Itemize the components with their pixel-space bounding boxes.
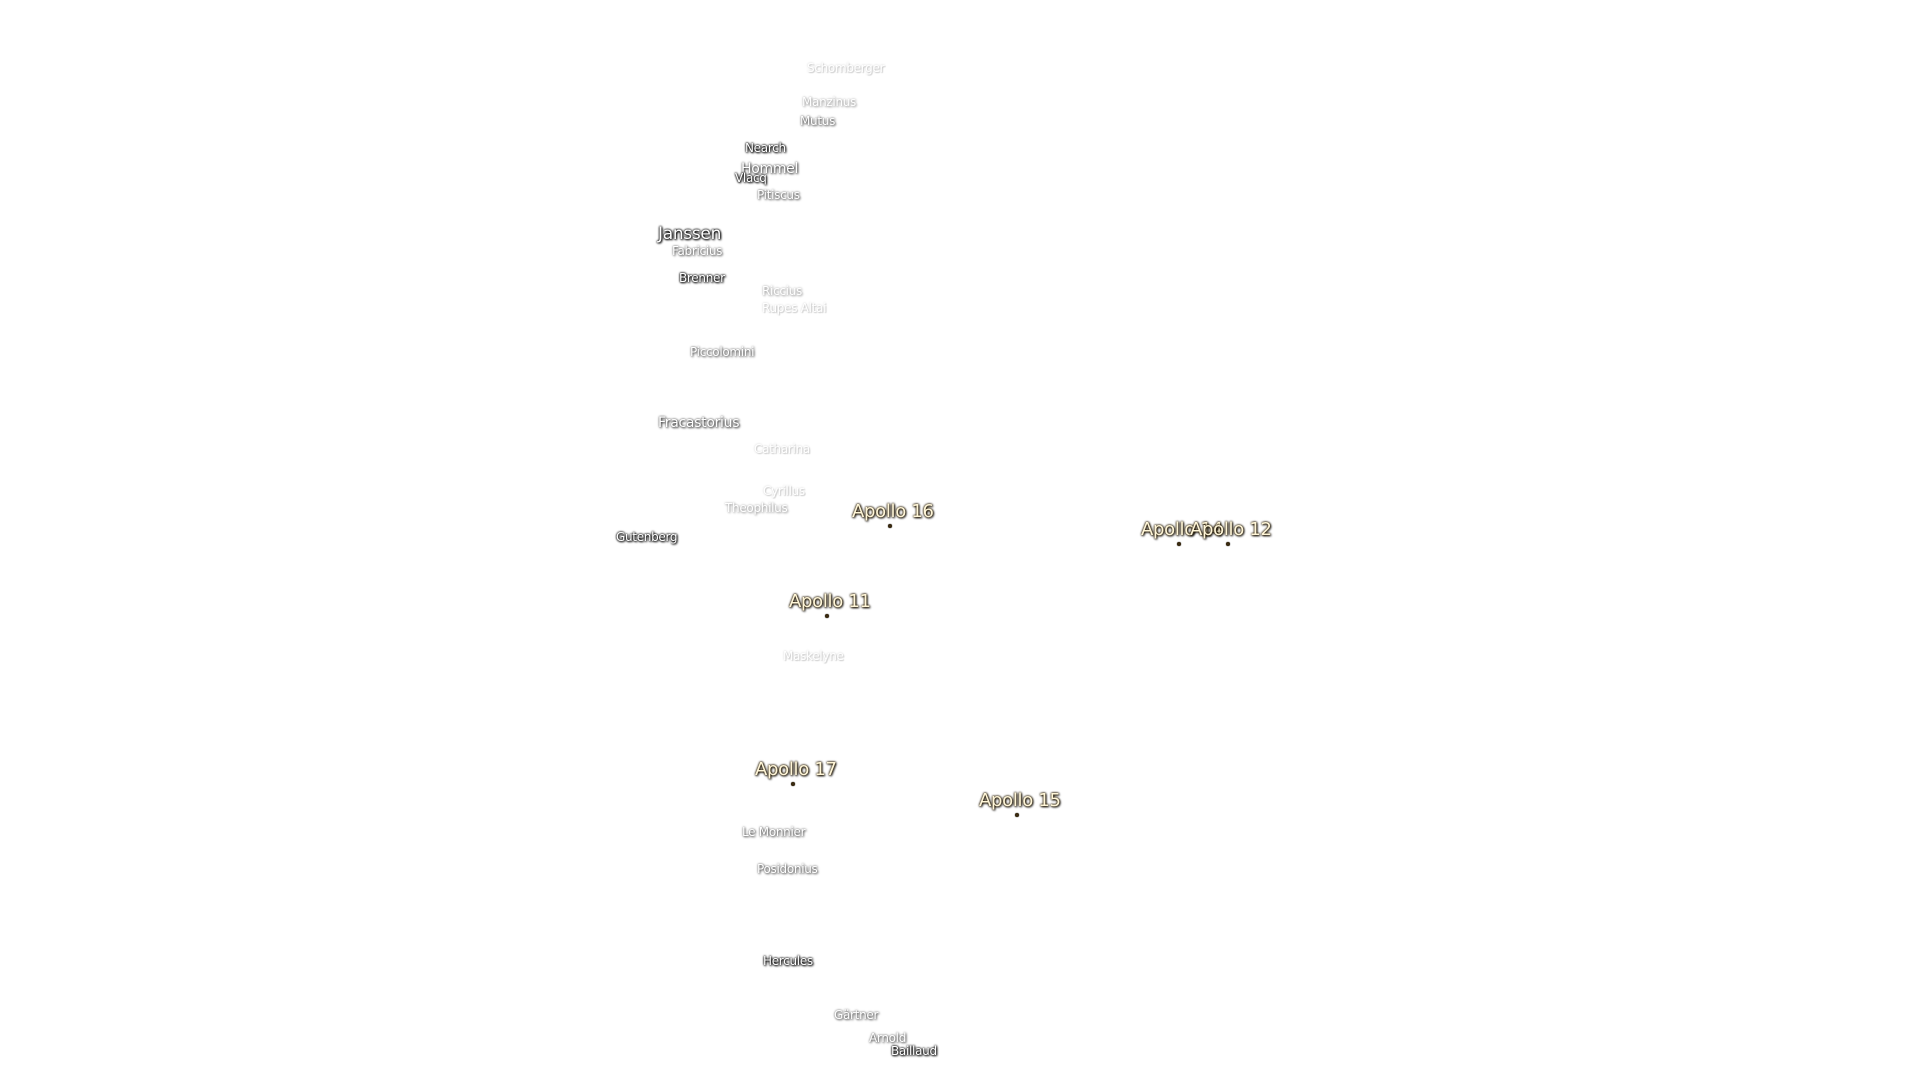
- crater-label-arnold[interactable]: Arnold: [869, 1031, 907, 1045]
- crater-label-mutus[interactable]: Mutus: [800, 114, 836, 128]
- crater-label-brenner[interactable]: Brenner: [679, 271, 725, 285]
- crater-label-catharina[interactable]: Catharina: [754, 442, 810, 456]
- apollo-17-label[interactable]: Apollo 17: [755, 759, 837, 780]
- apollo-15-label[interactable]: Apollo 15: [979, 790, 1061, 811]
- crater-label-pitiscus[interactable]: Pitiscus: [757, 188, 800, 202]
- crater-label-theophilus[interactable]: Theophilus: [725, 501, 788, 515]
- crater-label-hommel[interactable]: Hommel: [741, 161, 799, 177]
- apollo-12-site-marker[interactable]: [1226, 542, 1230, 546]
- apollo-11-label[interactable]: Apollo 11: [789, 591, 871, 612]
- crater-label-piccolomini[interactable]: Piccolomini: [690, 345, 755, 359]
- crater-label-manzinus[interactable]: Manzinus: [802, 95, 857, 109]
- crater-label-riccius[interactable]: Riccius: [762, 284, 802, 298]
- apollo-14-site-marker[interactable]: [1177, 542, 1181, 546]
- crater-label-gutenberg[interactable]: Gutenberg: [616, 530, 678, 544]
- apollo-11-site-marker[interactable]: [825, 614, 829, 618]
- apollo-12-label[interactable]: Apollo 12: [1190, 519, 1272, 540]
- crater-label-gartner[interactable]: Gärtner: [834, 1008, 879, 1022]
- crater-label-posidonius[interactable]: Posidonius: [757, 862, 818, 876]
- crater-label-janssen[interactable]: Janssen: [658, 224, 722, 244]
- crater-label-baillaud[interactable]: Baillaud: [891, 1044, 937, 1058]
- crater-label-rupes-altai[interactable]: Rupes Altai: [762, 301, 827, 315]
- crater-label-le-monnier[interactable]: Le Monnier: [742, 825, 806, 839]
- crater-label-vlacq[interactable]: Vlacq: [735, 171, 767, 185]
- crater-label-fracastorius[interactable]: Fracastorius: [658, 415, 740, 431]
- crater-label-hercules[interactable]: Hercules: [763, 954, 813, 968]
- apollo-16-site-marker[interactable]: [888, 524, 892, 528]
- crater-label-fabricius[interactable]: Fabricius: [672, 244, 723, 258]
- crater-label-nearch[interactable]: Nearch: [745, 141, 786, 155]
- crater-label-maskelyne[interactable]: Maskelyne: [783, 649, 844, 663]
- apollo-17-site-marker[interactable]: [791, 782, 795, 786]
- crater-label-schomberger[interactable]: Schomberger: [807, 61, 885, 75]
- apollo-14-label[interactable]: Apollo 14: [1141, 519, 1223, 540]
- apollo-15-site-marker[interactable]: [1015, 813, 1019, 817]
- crater-label-cyrillus[interactable]: Cyrillus: [763, 484, 805, 498]
- apollo-16-label[interactable]: Apollo 16: [852, 501, 934, 522]
